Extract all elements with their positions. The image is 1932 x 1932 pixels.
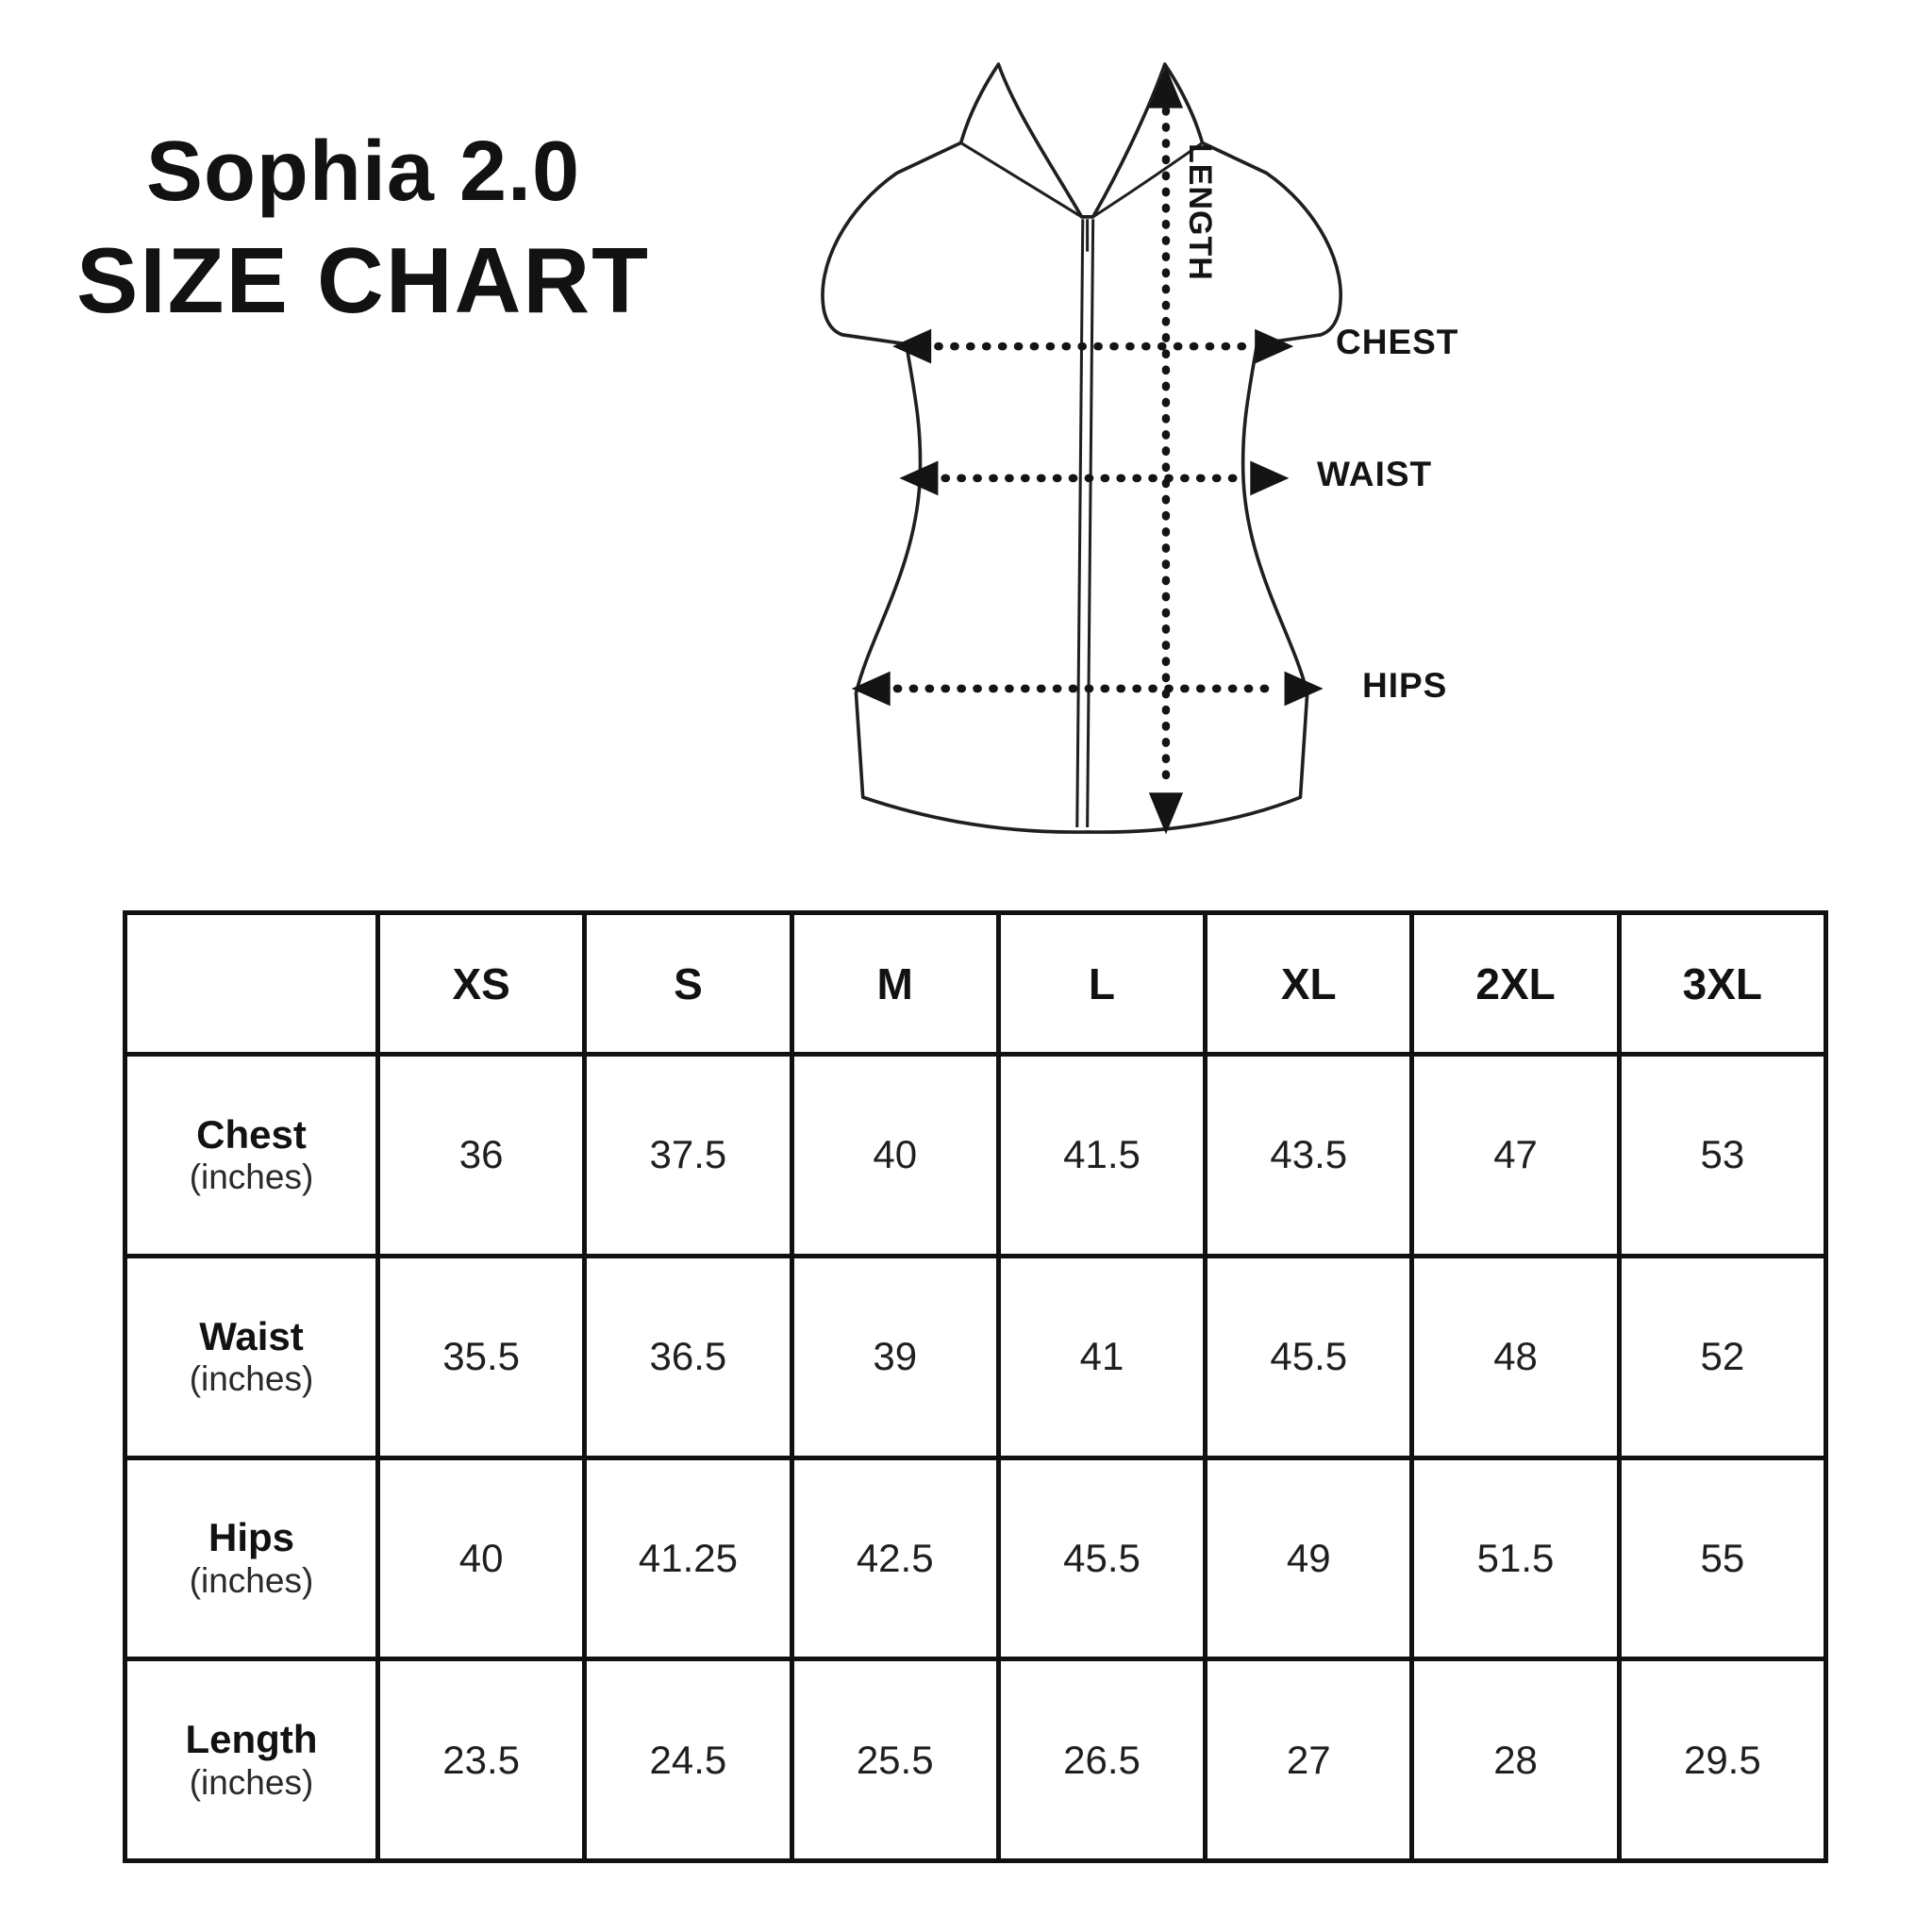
value-cell: 26.5 bbox=[995, 1657, 1208, 1863]
value-cell: 55 bbox=[1616, 1455, 1829, 1662]
row-label-text: Hips bbox=[208, 1515, 294, 1560]
waist-arrow bbox=[899, 460, 1290, 496]
zipper-line bbox=[1086, 219, 1095, 828]
value-cell: 27 bbox=[1203, 1657, 1415, 1863]
value-cell: 36 bbox=[375, 1052, 588, 1258]
size-col-header-m: M bbox=[789, 910, 1001, 1057]
value-cell: 37.5 bbox=[582, 1052, 794, 1258]
value-cell: 24.5 bbox=[582, 1657, 794, 1863]
value-cell: 53 bbox=[1616, 1052, 1829, 1258]
value-cell: 47 bbox=[1409, 1052, 1622, 1258]
chest-arrow bbox=[892, 328, 1294, 364]
size-col-header-3xl: 3XL bbox=[1616, 910, 1829, 1057]
length-label: LENGTH bbox=[1182, 143, 1218, 281]
value-cell: 23.5 bbox=[375, 1657, 588, 1863]
size-col-header-s: S bbox=[582, 910, 794, 1057]
arrowhead-icon bbox=[1284, 671, 1324, 707]
value-cell: 39 bbox=[789, 1253, 1001, 1460]
row-label-chest: Chest (inches) bbox=[123, 1052, 380, 1258]
row-label-hips: Hips (inches) bbox=[123, 1455, 380, 1662]
row-unit-text: (inches) bbox=[189, 1359, 314, 1398]
zipper-line bbox=[1075, 219, 1085, 828]
length-arrow bbox=[1148, 66, 1184, 835]
arrowhead-icon bbox=[899, 460, 939, 496]
corner-cell bbox=[123, 910, 380, 1057]
row-label-waist: Waist (inches) bbox=[123, 1253, 380, 1460]
table-header-row: XS S M L XL 2XL 3XL bbox=[123, 910, 1829, 1057]
table-row-chest: Chest (inches) 36 37.5 40 41.5 43.5 47 5… bbox=[123, 1052, 1829, 1258]
page-title: Sophia 2.0 SIZE CHART bbox=[71, 121, 656, 339]
table-row-length: Length (inches) 23.5 24.5 25.5 26.5 27 2… bbox=[123, 1657, 1829, 1863]
value-cell: 43.5 bbox=[1203, 1052, 1415, 1258]
hips-label: HIPS bbox=[1362, 666, 1448, 705]
arrowhead-icon bbox=[1250, 460, 1290, 496]
value-cell: 41.5 bbox=[995, 1052, 1208, 1258]
value-cell: 42.5 bbox=[789, 1455, 1001, 1662]
row-unit-text: (inches) bbox=[189, 1762, 314, 1802]
value-cell: 45.5 bbox=[1203, 1253, 1415, 1460]
value-cell: 29.5 bbox=[1616, 1657, 1829, 1863]
arrowhead-icon bbox=[1148, 792, 1184, 835]
row-label-text: Waist bbox=[199, 1313, 304, 1358]
size-col-header-2xl: 2XL bbox=[1409, 910, 1622, 1057]
arrowhead-icon bbox=[1148, 66, 1184, 108]
waist-label: WAIST bbox=[1317, 455, 1433, 493]
value-cell: 52 bbox=[1616, 1253, 1829, 1460]
chest-label: CHEST bbox=[1336, 323, 1459, 361]
value-cell: 41.25 bbox=[582, 1455, 794, 1662]
garment-illustration bbox=[788, 43, 1380, 853]
collar-seam bbox=[1091, 142, 1204, 219]
value-cell: 40 bbox=[375, 1455, 588, 1662]
value-cell: 40 bbox=[789, 1052, 1001, 1258]
size-col-header-xl: XL bbox=[1203, 910, 1415, 1057]
value-cell: 36.5 bbox=[582, 1253, 794, 1460]
hips-arrow bbox=[851, 671, 1324, 707]
row-label-text: Chest bbox=[196, 1111, 307, 1157]
arrowhead-icon bbox=[1255, 328, 1294, 364]
size-col-header-l: L bbox=[995, 910, 1208, 1057]
page-subtitle: SIZE CHART bbox=[76, 228, 650, 332]
row-unit-text: (inches) bbox=[189, 1158, 314, 1197]
row-unit-text: (inches) bbox=[189, 1560, 314, 1600]
size-chart-table: XS S M L XL 2XL 3XL Chest (inches) 36 37… bbox=[123, 910, 1829, 1863]
row-label-text: Length bbox=[185, 1717, 318, 1762]
value-cell: 49 bbox=[1203, 1455, 1415, 1662]
value-cell: 28 bbox=[1409, 1657, 1622, 1863]
arrowhead-icon bbox=[892, 328, 932, 364]
size-col-header-xs: XS bbox=[375, 910, 588, 1057]
value-cell: 41 bbox=[995, 1253, 1208, 1460]
value-cell: 48 bbox=[1409, 1253, 1622, 1460]
value-cell: 25.5 bbox=[789, 1657, 1001, 1863]
value-cell: 45.5 bbox=[995, 1455, 1208, 1662]
value-cell: 35.5 bbox=[375, 1253, 588, 1460]
collar-seam bbox=[959, 142, 1083, 219]
garment-diagram-svg bbox=[821, 62, 1342, 835]
product-name: Sophia 2.0 bbox=[145, 125, 581, 219]
row-label-length: Length (inches) bbox=[123, 1657, 380, 1863]
table-row-waist: Waist (inches) 35.5 36.5 39 41 45.5 48 5… bbox=[123, 1253, 1829, 1460]
table-row-hips: Hips (inches) 40 41.25 42.5 45.5 49 51.5… bbox=[123, 1455, 1829, 1662]
value-cell: 51.5 bbox=[1409, 1455, 1622, 1662]
arrowhead-icon bbox=[851, 671, 891, 707]
